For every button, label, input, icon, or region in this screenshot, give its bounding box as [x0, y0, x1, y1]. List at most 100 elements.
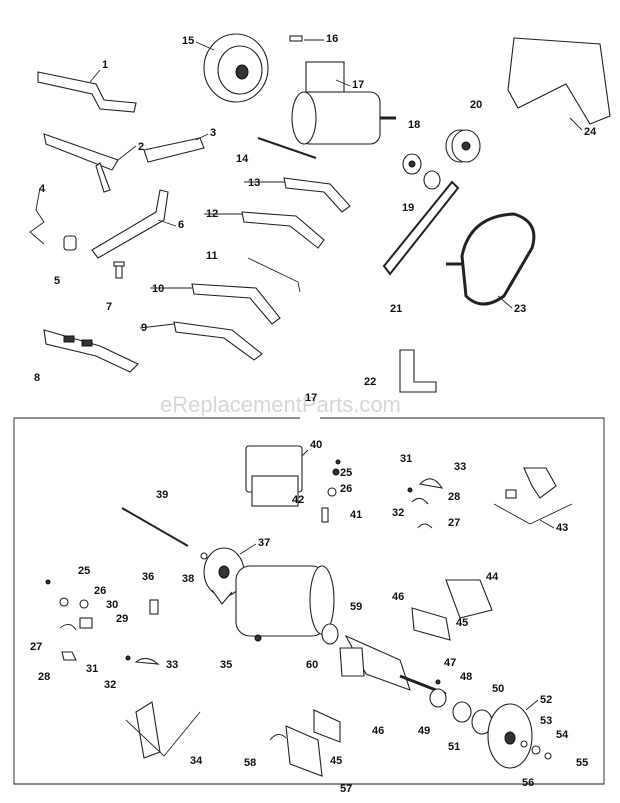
callout-43: 43: [556, 522, 568, 534]
part-7-bolt: [113, 261, 125, 279]
callout-46-lower: 46: [372, 725, 384, 737]
part-8-bracket: [43, 329, 139, 373]
part-3-plate: [143, 137, 205, 163]
callout-2: 2: [138, 141, 144, 153]
part-21-belt: [382, 180, 460, 276]
callout-49: 49: [418, 725, 430, 737]
hardware-upper: [327, 459, 341, 497]
part-50-washer: [452, 701, 472, 723]
part-5-spacer: [63, 235, 77, 251]
callout-59: 59: [350, 601, 362, 613]
callout-3: 3: [210, 127, 216, 139]
callout-53: 53: [540, 715, 552, 727]
callout-39: 39: [156, 489, 168, 501]
callout-25-left: 25: [78, 565, 90, 577]
part-23-belt: [446, 212, 536, 306]
callout-6: 6: [178, 219, 184, 231]
callout-21: 21: [390, 303, 402, 315]
callout-15: 15: [182, 35, 194, 47]
part-9-bracket: [173, 321, 263, 361]
part-58-wire: [269, 734, 287, 741]
callout-31: 31: [400, 453, 412, 465]
part-4-clip: [29, 187, 45, 245]
callout-52: 52: [540, 694, 552, 706]
callout-41: 41: [350, 509, 362, 521]
callout-17: 17: [352, 79, 364, 91]
hardware-right: [407, 478, 444, 529]
watermark: eReplacementParts.com: [160, 392, 401, 417]
callout-45: 45: [456, 617, 468, 629]
callout-51: 51: [448, 741, 460, 753]
part-11-link: [247, 257, 301, 293]
part-37-end-frame: [203, 547, 245, 605]
hardware-end: [520, 740, 552, 760]
callout-4: 4: [39, 183, 46, 195]
part-39-through-bolt: [121, 507, 189, 547]
part-6-long-bracket: [91, 189, 169, 259]
callout-34: 34: [190, 755, 203, 767]
callout-9: 9: [141, 322, 147, 334]
callout-42: 42: [292, 494, 304, 506]
part-24-shield: [507, 37, 611, 125]
callout-47: 47: [444, 657, 456, 669]
callout-13: 13: [248, 177, 260, 189]
callout-32-left: 32: [104, 679, 116, 691]
callout-14: 14: [236, 153, 249, 165]
part-52-end-cap: [487, 703, 533, 769]
part-59-bearing: [321, 623, 339, 645]
callout-45-lower: 45: [330, 755, 342, 767]
part-44-brush-assembly: [445, 579, 493, 619]
callout-48: 48: [460, 671, 472, 683]
hardware-bearing: [429, 679, 447, 708]
part-40-regulator: [245, 445, 303, 507]
callout-10: 10: [152, 283, 164, 295]
part-2-bracket: [43, 133, 119, 193]
callout-19: 19: [402, 202, 414, 214]
callout-25: 25: [340, 467, 352, 479]
leader-lines: [89, 39, 583, 711]
callout-40: 40: [310, 439, 322, 451]
part-17-generator: [291, 61, 396, 145]
callout-38: 38: [182, 573, 194, 585]
callout-24: 24: [584, 126, 597, 138]
part-1-bracket: [37, 71, 137, 113]
callout-50: 50: [492, 683, 504, 695]
callout-labels: 1 2 3 4 5 6 7 8 9 10 11 12 13 14 15 16 1…: [30, 33, 597, 795]
callout-27-left: 27: [30, 641, 42, 653]
part-15-pulley: [203, 33, 269, 103]
callout-57: 57: [340, 783, 352, 795]
callout-35: 35: [220, 659, 232, 671]
callout-56: 56: [522, 777, 534, 789]
callout-26: 26: [340, 483, 352, 495]
part-43-bracket: [493, 467, 573, 525]
part-57-fan: [285, 725, 323, 777]
callout-36: 36: [142, 571, 154, 583]
part-41-terminal: [321, 507, 329, 523]
callout-20: 20: [470, 99, 482, 111]
callout-5: 5: [54, 275, 60, 287]
callout-27: 27: [448, 517, 460, 529]
part-35-screw: [254, 634, 262, 642]
callout-28-left: 28: [38, 671, 50, 683]
callout-58: 58: [244, 757, 256, 769]
part-14-rod: [257, 137, 317, 159]
section-frame: 17: [13, 392, 605, 785]
callout-30: 30: [106, 599, 118, 611]
part-19-spacer: [423, 170, 441, 190]
part-36-screw: [149, 599, 159, 615]
part-34-bracket: [125, 701, 201, 759]
callout-22: 22: [364, 376, 376, 388]
callout-18: 18: [408, 119, 420, 131]
hardware-left: [45, 579, 160, 665]
part-16-pin: [289, 35, 303, 42]
part-45-46-brushes: [313, 607, 451, 743]
part-22-angle-bracket: [399, 349, 437, 393]
callout-16: 16: [326, 33, 338, 45]
callout-46: 46: [392, 591, 404, 603]
part-13-bracket: [283, 177, 351, 213]
callout-60: 60: [306, 659, 318, 671]
callout-28: 28: [448, 491, 460, 503]
part-38-washer: [200, 552, 208, 560]
callout-8: 8: [34, 372, 40, 384]
